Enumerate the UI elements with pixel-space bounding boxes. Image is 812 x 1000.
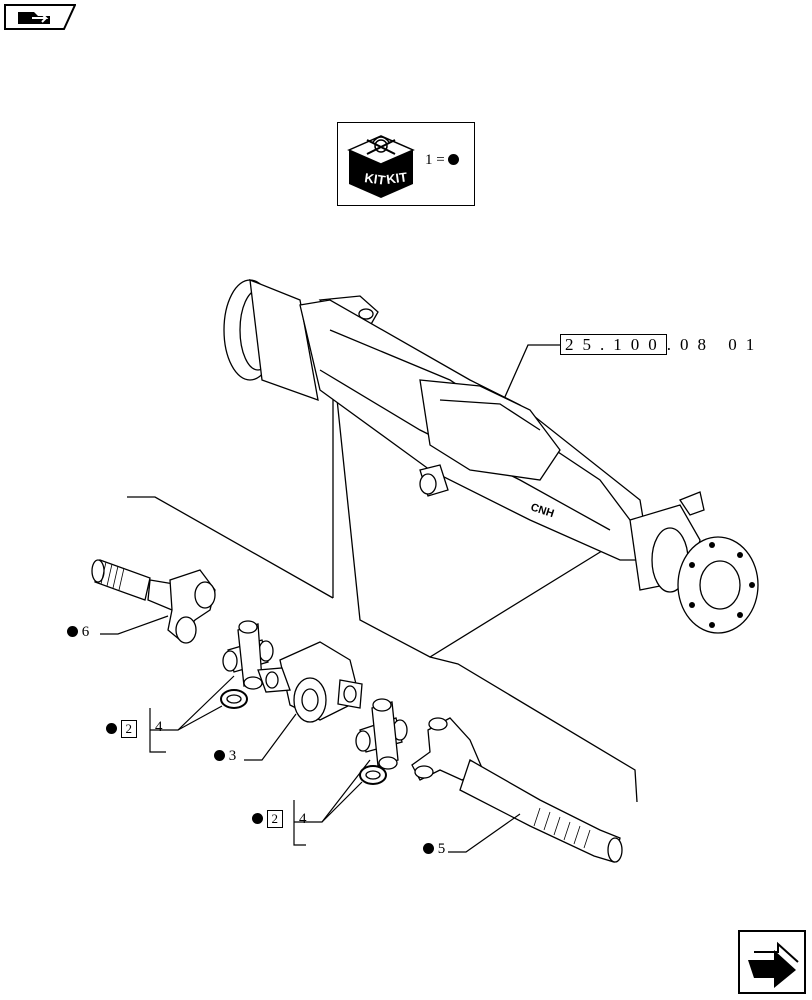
kit-legend	[337, 122, 475, 206]
axle-housing	[223, 278, 759, 634]
kit-number: 1	[425, 152, 433, 168]
callout-6-number: 6	[81, 624, 90, 640]
leader-4a-clip	[177, 705, 223, 731]
reference-leader-line	[499, 344, 560, 409]
kit-label-right: KIT	[385, 169, 408, 187]
callout-3-number: 3	[228, 748, 237, 764]
part-5-long-shaft	[411, 717, 623, 863]
callout-2a-box: 2	[120, 720, 137, 738]
leader-3	[244, 713, 297, 761]
callout-4b-number: 4	[299, 811, 307, 827]
bullet-icon	[106, 723, 117, 734]
part-4-ujoint-lower	[355, 698, 408, 785]
callout-4a-number: 4	[155, 719, 163, 735]
bullet-icon	[423, 843, 434, 854]
callout-5-number: 5	[437, 841, 446, 857]
bracket-2a	[149, 708, 166, 753]
callout-4b[interactable]: 4	[299, 811, 307, 828]
kit-equation: 1 =	[425, 152, 460, 169]
callout-2a[interactable]: 2	[106, 720, 137, 738]
kit-box-icon: KIT KIT	[347, 135, 415, 198]
part-3-center-housing	[257, 641, 363, 723]
callout-3[interactable]: 3	[214, 748, 236, 765]
kit-label-left: KIT	[364, 170, 387, 188]
callout-2b-box: 2	[266, 810, 283, 828]
part-4-ujoint-upper	[220, 620, 274, 709]
assembly-line-left	[127, 496, 334, 599]
callout-6[interactable]: 6	[67, 624, 89, 641]
next-page-arrow-icon[interactable]	[738, 930, 806, 994]
bracket-2b	[293, 800, 306, 846]
section-reference-box[interactable]: 25.100	[560, 334, 667, 355]
bullet-icon	[448, 154, 460, 165]
folder-back-icon[interactable]	[4, 4, 76, 30]
kit-equals: =	[436, 152, 445, 168]
leader-5	[448, 813, 521, 853]
bullet-icon	[214, 750, 225, 761]
callout-5[interactable]: 5	[423, 841, 445, 858]
section-reference-link[interactable]: 25.100.08 01	[560, 334, 764, 355]
callout-2b[interactable]: 2	[252, 810, 283, 828]
leader-6	[100, 615, 169, 635]
bullet-icon	[252, 813, 263, 824]
callout-4a[interactable]: 4	[155, 719, 163, 736]
leader-4b-clip	[321, 781, 363, 823]
bullet-icon	[67, 626, 78, 637]
section-reference-suffix: .08 01	[666, 335, 764, 354]
part-6-shaft-yoke	[91, 559, 216, 644]
